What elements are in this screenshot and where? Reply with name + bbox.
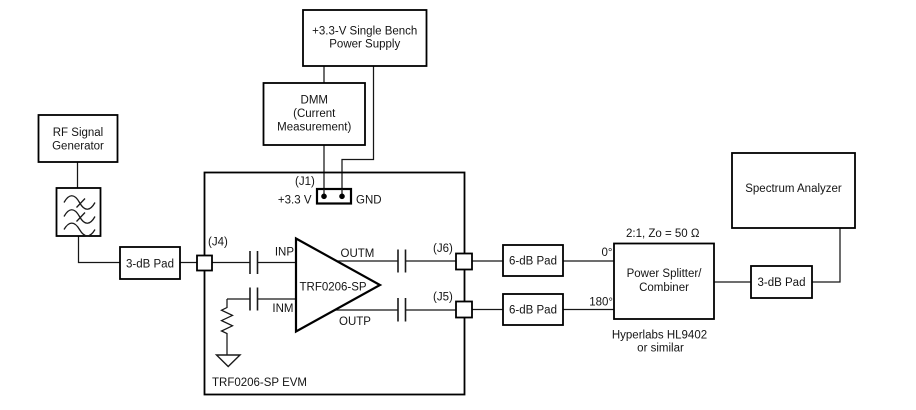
svg-text:Measurement): Measurement) bbox=[277, 122, 351, 134]
svg-text:180°: 180° bbox=[589, 297, 613, 309]
svg-text:TRF0206-SP: TRF0206-SP bbox=[300, 282, 367, 294]
svg-text:(J4): (J4) bbox=[208, 237, 228, 249]
svg-text:OUTP: OUTP bbox=[339, 316, 371, 328]
svg-text:Power Splitter/: Power Splitter/ bbox=[627, 268, 703, 280]
svg-text:3-dB Pad: 3-dB Pad bbox=[126, 259, 174, 271]
svg-text:(J1): (J1) bbox=[295, 176, 315, 188]
svg-text:Power Supply: Power Supply bbox=[329, 39, 400, 51]
svg-text:INM: INM bbox=[272, 303, 293, 315]
svg-text:Spectrum Analyzer: Spectrum Analyzer bbox=[745, 183, 842, 195]
svg-text:(J5): (J5) bbox=[433, 292, 453, 304]
svg-text:6-dB Pad: 6-dB Pad bbox=[509, 305, 557, 317]
svg-text:+3.3 V: +3.3 V bbox=[278, 194, 312, 206]
svg-text:or similar: or similar bbox=[637, 343, 684, 355]
svg-text:3-dB Pad: 3-dB Pad bbox=[758, 277, 806, 289]
svg-text:Combiner: Combiner bbox=[639, 282, 689, 294]
svg-text:0°: 0° bbox=[602, 247, 613, 259]
svg-text:(J6): (J6) bbox=[433, 243, 453, 255]
svg-text:+3.3-V Single Bench: +3.3-V Single Bench bbox=[312, 26, 417, 38]
svg-text:Hyperlabs HL9402: Hyperlabs HL9402 bbox=[612, 330, 707, 342]
svg-text:2:1, Zo = 50 Ω: 2:1, Zo = 50 Ω bbox=[626, 228, 700, 240]
svg-text:6-dB Pad: 6-dB Pad bbox=[509, 256, 557, 268]
svg-text:OUTM: OUTM bbox=[341, 248, 375, 260]
svg-text:DMM: DMM bbox=[301, 95, 328, 107]
svg-text:TRF0206-SP EVM: TRF0206-SP EVM bbox=[212, 377, 307, 389]
svg-text:RF Signal: RF Signal bbox=[53, 127, 104, 139]
svg-text:INP: INP bbox=[275, 247, 295, 259]
svg-text:Generator: Generator bbox=[52, 141, 104, 153]
svg-text:(Current: (Current bbox=[293, 108, 336, 120]
svg-text:GND: GND bbox=[356, 194, 382, 206]
